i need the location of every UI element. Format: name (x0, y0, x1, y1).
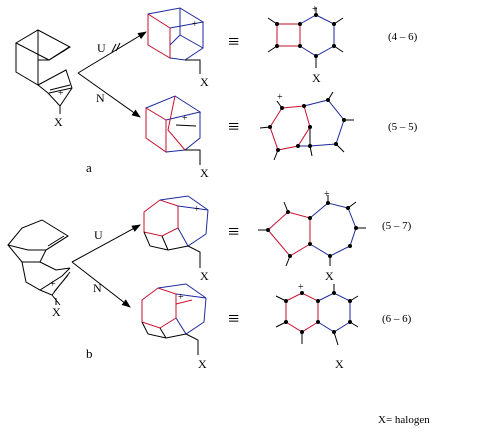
panel-a-arrow-down-label: N (96, 91, 105, 105)
panel-b-lower-ring: + X (275, 282, 359, 371)
panel-b-lower-charge: + (178, 292, 184, 303)
panel-b-reactant: + X (7, 219, 71, 319)
panel-a-lower-ring: + (259, 91, 354, 161)
panel-a-reactant-x: X (54, 115, 63, 129)
panel-a-lower-product: + X (145, 95, 209, 180)
panel-b-upper-ring-x: X (325, 269, 334, 283)
panel-b-arrow-up-label: U (94, 228, 103, 242)
panel-a-label: a (86, 160, 92, 175)
panel-a-arrow-up-label: U (97, 41, 106, 55)
panel-b-arrow-up (71, 224, 141, 263)
panel-b-reactant-charge: + (50, 279, 56, 290)
panel-b-upper-ring-type: (5 – 7) (382, 220, 412, 232)
panel-a-lower-equiv: ≡ (228, 116, 239, 138)
panel-b-upper-charge: + (194, 204, 200, 215)
panel-b-upper-ring: + X (258, 189, 366, 283)
panel-a-lower-charge: + (182, 113, 188, 124)
panel-b-arrow-down (71, 261, 131, 308)
panel-a-lower-x: X (200, 166, 209, 180)
panel-b-upper-ring-charge: + (324, 189, 330, 200)
panel-a-upper-ring-type: (4 – 6) (388, 31, 418, 43)
panel-a-reactant-charge: + (58, 88, 64, 99)
panel-b-upper-product: + X (143, 195, 209, 283)
panel-b-lower-product: + X (141, 283, 207, 371)
panel-b-reactant-x: X (52, 305, 61, 319)
panel-a-upper-charge: + (192, 19, 198, 30)
panel-a-upper-product: + X (147, 7, 209, 89)
panel-b-lower-ring-charge: + (298, 282, 304, 293)
panel-b: + X U N + X ≡ (7, 189, 412, 371)
panel-b-label: b (86, 346, 93, 361)
panel-b-upper-equiv: ≡ (228, 221, 239, 243)
panel-a-lower-ring-charge: + (277, 92, 283, 103)
footnote: X= halogen (378, 414, 430, 426)
panel-a-upper-equiv: ≡ (228, 31, 239, 53)
panel-b-lower-ring-x: X (335, 357, 344, 371)
panel-b-lower-ring-type: (6 – 6) (382, 313, 412, 325)
panel-b-lower-x: X (198, 357, 207, 371)
panel-b-arrow-down-label: N (93, 281, 102, 295)
panel-b-upper-x: X (200, 269, 209, 283)
panel-a-upper-x: X (200, 75, 209, 89)
panel-a-lower-ring-type: (5 – 5) (388, 121, 418, 133)
panel-a-upper-ring-charge: + (312, 4, 318, 15)
panel-a-reactant: + X (14, 29, 73, 129)
panel-a: + X U N + X ≡ (14, 4, 418, 180)
panel-a-arrow-down (77, 72, 141, 118)
panel-a-arrow-up (77, 31, 147, 74)
panel-a-arrow-up-blocked-mark (111, 42, 121, 53)
panel-a-upper-ring: + X (267, 4, 344, 85)
panel-b-lower-equiv: ≡ (228, 308, 239, 330)
panel-a-upper-ring-x: X (312, 71, 321, 85)
